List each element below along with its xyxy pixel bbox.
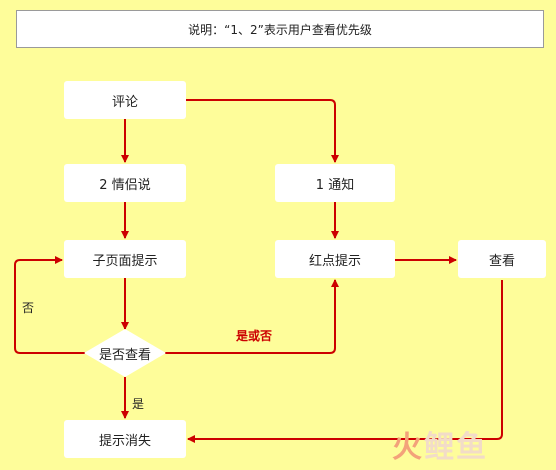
edge-decision-no-subpage — [14, 256, 85, 354]
edge-view-dismiss — [187, 280, 503, 443]
node-decision-label: 是否查看 — [98, 347, 151, 363]
edge-label-no: 否 — [22, 301, 35, 315]
node-red-dot-hint: 红点提示 — [275, 240, 395, 278]
node-hint-dismissed: 提示消失 — [64, 420, 186, 458]
node-view: 查看 — [458, 240, 546, 278]
watermark-rest: 鲤鱼 — [424, 430, 488, 465]
decision-diamond — [84, 329, 166, 377]
edge-label-yes: 是 — [132, 397, 145, 411]
edge-decision-reddot — [165, 279, 339, 354]
edge-comment-notify — [186, 99, 339, 163]
watermark-logo: 火 鲤鱼 — [392, 424, 542, 465]
node-comment: 评论 — [64, 81, 186, 119]
watermark-first-char: 火 — [392, 430, 424, 465]
node-subpage-hint: 子页面提示 — [64, 240, 186, 278]
node-qinglv-priority-2: 2 情侣说 — [64, 164, 186, 202]
node-notify-priority-1: 1 通知 — [275, 164, 395, 202]
edge-label-yes-or-no: 是或否 — [236, 329, 273, 343]
legend-note: 说明：“1、2”表示用户查看优先级 — [16, 10, 544, 48]
